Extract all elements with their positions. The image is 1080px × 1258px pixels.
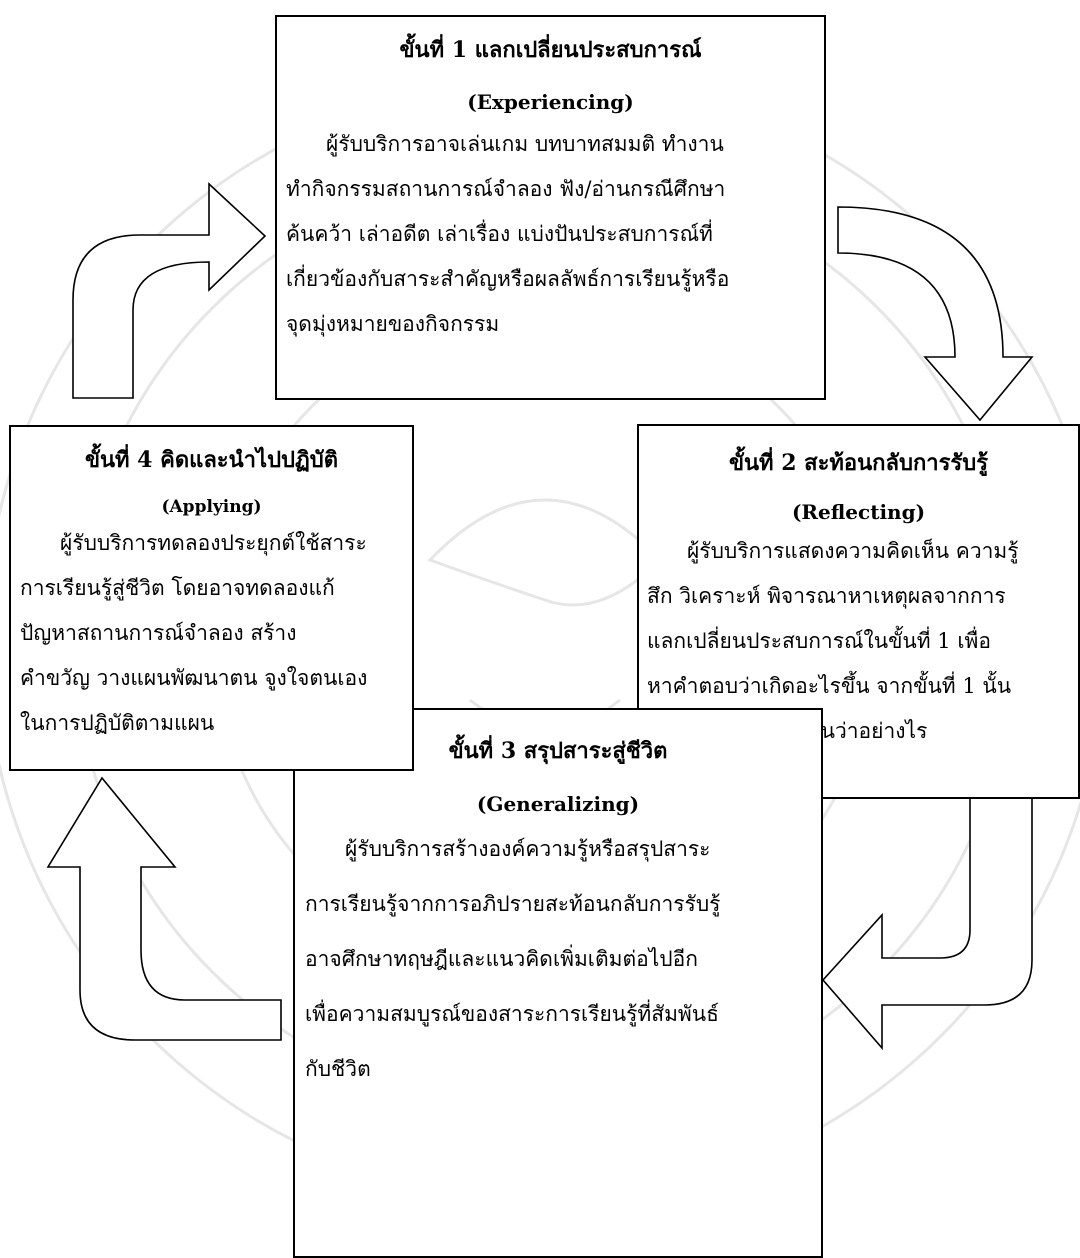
step-3-subtitle: (Generalizing) [476, 792, 640, 817]
step-3-title: ขั้นที่ 3 สรุปสาระสู่ชีวิต [448, 738, 668, 764]
step-3-line: อาจศึกษาทฤษฎีและแนวคิดเพิ่มเติมต่อไปอีก [305, 947, 698, 972]
step-3-description: ผู้รับบริการสร้างองค์ความรู้หรือสรุปสาระ… [295, 822, 821, 1097]
arrow-step4-to-step1 [72, 182, 267, 399]
step-1-line: เกี่ยวข้องกับสาระสำคัญหรือผลลัพธ์การเรีย… [286, 267, 730, 292]
arrow-step2-to-step3 [821, 789, 1033, 1051]
step-4-line: ผู้รับบริการทดลองประยุกต์ใช้สาระ [60, 531, 367, 556]
step-3-line: เพื่อความสมบูรณ์ของสาระการเรียนรู้ที่สัม… [305, 1002, 719, 1027]
step-4-line: ในการปฏิบัติตามแผน [20, 711, 215, 736]
step-1-line: ทำกิจกรรมสถานการณ์จำลอง ฟัง/อ่านกรณีศึกษ… [286, 177, 726, 202]
step-2-subtitle: (Reflecting) [791, 500, 926, 525]
step-4-line: ปัญหาสถานการณ์จำลอง สร้าง [20, 621, 297, 646]
step-3-box: ขั้นที่ 3 สรุปสาระสู่ชีวิต (Generalizing… [293, 708, 823, 1258]
step-1-description: ผู้รับบริการอาจเล่นเกม บทบาทสมมติ ทำงาน … [277, 122, 824, 347]
arrow-step1-to-step2 [837, 206, 1034, 422]
step-3-line: การเรียนรู้จากการอภิปรายสะท้อนกลับการรับ… [305, 892, 721, 917]
step-1-line: จุดมุ่งหมายของกิจกรรม [286, 312, 500, 337]
step-4-line: การเรียนรู้สู่ชีวิต โดยอาจทดลองแก้ [20, 576, 335, 601]
step-4-description: ผู้รับบริการทดลองประยุกต์ใช้สาระ การเรีย… [11, 521, 412, 746]
step-3-line: กับชีวิต [305, 1057, 371, 1082]
arrow-step3-to-step4 [46, 776, 282, 1041]
step-3-line: ผู้รับบริการสร้างองค์ความรู้หรือสรุปสาระ [345, 837, 711, 862]
step-4-line: คำขวัญ วางแผนพัฒนาตน จูงใจตนเอง [20, 666, 368, 691]
step-2-line: แลกเปลี่ยนประสบการณ์ในขั้นที่ 1 เพื่อ [647, 629, 991, 654]
step-2-line: สึก วิเคราะห์ พิจารณาหาเหตุผลจากการ [647, 584, 1006, 609]
step-1-title: ขั้นที่ 1 แลกเปลี่ยนประสบการณ์ [399, 37, 702, 63]
step-2-line: ผู้รับบริการแสดงความคิดเห็น ความรู้ [687, 539, 1019, 564]
step-2-line: หาคำตอบว่าเกิดอะไรขึ้น จากขั้นที่ 1 นั้น [647, 674, 1012, 699]
step-2-title: ขั้นที่ 2 สะท้อนกลับการรับรู้ [728, 450, 989, 476]
step-4-subtitle: (Applying) [161, 497, 262, 518]
step-1-subtitle: (Experiencing) [467, 90, 634, 115]
step-1-line: ผู้รับบริการอาจเล่นเกม บทบาทสมมติ ทำงาน [326, 132, 724, 157]
step-4-box: ขั้นที่ 4 คิดและนำไปปฏิบัติ (Applying) ผ… [9, 425, 414, 771]
step-4-title: ขั้นที่ 4 คิดและนำไปปฏิบัติ [84, 447, 339, 473]
step-1-box: ขั้นที่ 1 แลกเปลี่ยนประสบการณ์ (Experien… [275, 15, 826, 400]
step-1-line: ค้นคว้า เล่าอดีต เล่าเรื่อง แบ่งปันประสบ… [286, 222, 713, 247]
